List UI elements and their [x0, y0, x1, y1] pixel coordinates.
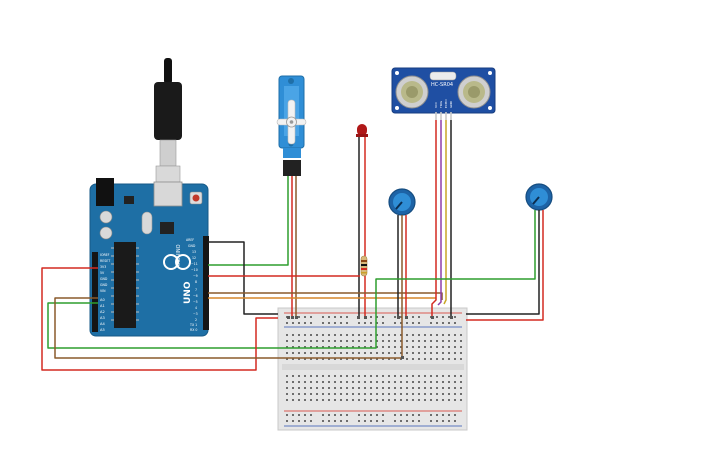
analog-label: A5: [100, 328, 105, 332]
wire-ultrasonic-vcc[interactable]: [431, 120, 437, 318]
power-pin-labels: IOREF RESET 3V3 5V GND GND VIN: [100, 253, 110, 293]
wire-arduino-pin6[interactable]: [208, 292, 443, 300]
pin-label: ~9: [193, 274, 198, 278]
pin-label: TX 1: [189, 323, 197, 327]
ultrasonic-pin-labels: VCC TRIG ECHO GND: [434, 99, 453, 109]
wire-arduino-gnd[interactable]: [208, 241, 278, 315]
usb-cable: [154, 58, 182, 183]
arduino-brand-text: ARDUINO: [176, 244, 182, 268]
pin-label: 12: [192, 256, 196, 260]
center-channel: [282, 364, 464, 370]
ultrasonic-pin-label: VCC: [434, 102, 438, 108]
ultrasonic-sensor[interactable]: HC-SR04 VCC TRIG ECHO GND: [391, 67, 496, 120]
pin-label: 4: [195, 306, 197, 310]
analog-header: [92, 296, 98, 332]
ultrasonic-model-text: HC-SR04: [431, 82, 453, 88]
pin-label: GND: [188, 244, 196, 248]
analog-label: A0: [100, 298, 105, 302]
analog-label: A4: [100, 322, 105, 326]
resistor[interactable]: [360, 255, 368, 277]
ultrasonic-transmitter: [395, 75, 429, 109]
power-label: 5V: [100, 271, 105, 275]
wire-arduino-5v[interactable]: [41, 267, 278, 371]
ultrasonic-pin-label: TRIG: [439, 100, 443, 109]
power-label: RESET: [100, 259, 110, 263]
wire-servo-signal[interactable]: [208, 176, 289, 266]
pin-label: RX 0: [190, 328, 197, 332]
crystal-oscillator: [429, 71, 457, 81]
pin-label: 7: [195, 288, 197, 292]
breadboard[interactable]: [277, 307, 468, 431]
pin-label: ~3: [193, 312, 198, 316]
servo-connector: [283, 160, 301, 176]
arduino-model-text: UNO: [183, 281, 193, 304]
red-led[interactable]: [356, 124, 368, 137]
ultrasonic-pin-label: ECHO: [444, 99, 448, 108]
digital-pin-labels: AREF GND 13 12 ~11 ~10 ~9 8 7 ~6 ~5 4 ~3…: [186, 238, 198, 332]
wire-pot2-right[interactable]: [466, 210, 544, 321]
pin-label: 2: [195, 318, 197, 322]
power-label: GND: [100, 277, 108, 281]
wire-pot2-wiper[interactable]: [466, 210, 540, 315]
pin-label: ~11: [191, 262, 198, 266]
pin-label: 13: [192, 250, 196, 254]
pin-label: AREF: [186, 238, 194, 242]
wire-pot2-left[interactable]: [47, 210, 536, 349]
power-label: GND: [100, 283, 108, 287]
potentiometer-2[interactable]: [525, 183, 553, 211]
wire-ultrasonic-echo[interactable]: [443, 120, 447, 305]
power-label: 3V3: [100, 265, 106, 269]
servo-motor[interactable]: [276, 75, 307, 176]
wire-endpoints: [287, 316, 453, 359]
analog-pin-labels: A0 A1 A2 A3 A4 A5: [100, 298, 105, 332]
ultrasonic-receiver: [457, 75, 491, 109]
power-label: VIN: [100, 289, 106, 293]
wire-arduino-a1[interactable]: [54, 297, 402, 359]
servo-horn: [276, 99, 307, 145]
power-jack: [96, 178, 114, 206]
arduino-logo-icon: [163, 254, 191, 270]
pin-label: 8: [195, 280, 197, 284]
pin-label: ~10: [191, 268, 198, 272]
wires: [41, 120, 544, 371]
breadboard-holes: [286, 316, 462, 422]
pin-label: ~6: [193, 294, 198, 298]
power-label: IOREF: [100, 253, 110, 257]
ultrasonic-pin-label: GND: [449, 100, 453, 108]
digital-header: [203, 236, 209, 330]
analog-label: A2: [100, 310, 105, 314]
analog-label: A3: [100, 316, 105, 320]
arduino-uno-board[interactable]: ARDUINO UNO AREF GND 13 12 ~11 ~10 ~9 8 …: [89, 178, 209, 337]
atmega-chip: [114, 242, 136, 328]
wire-ultrasonic-trig[interactable]: [437, 120, 442, 306]
pin-label: ~5: [193, 300, 198, 304]
power-header: [92, 252, 98, 296]
usb-jack: [153, 181, 183, 207]
potentiometer-1[interactable]: [388, 188, 416, 216]
analog-label: A1: [100, 304, 105, 308]
